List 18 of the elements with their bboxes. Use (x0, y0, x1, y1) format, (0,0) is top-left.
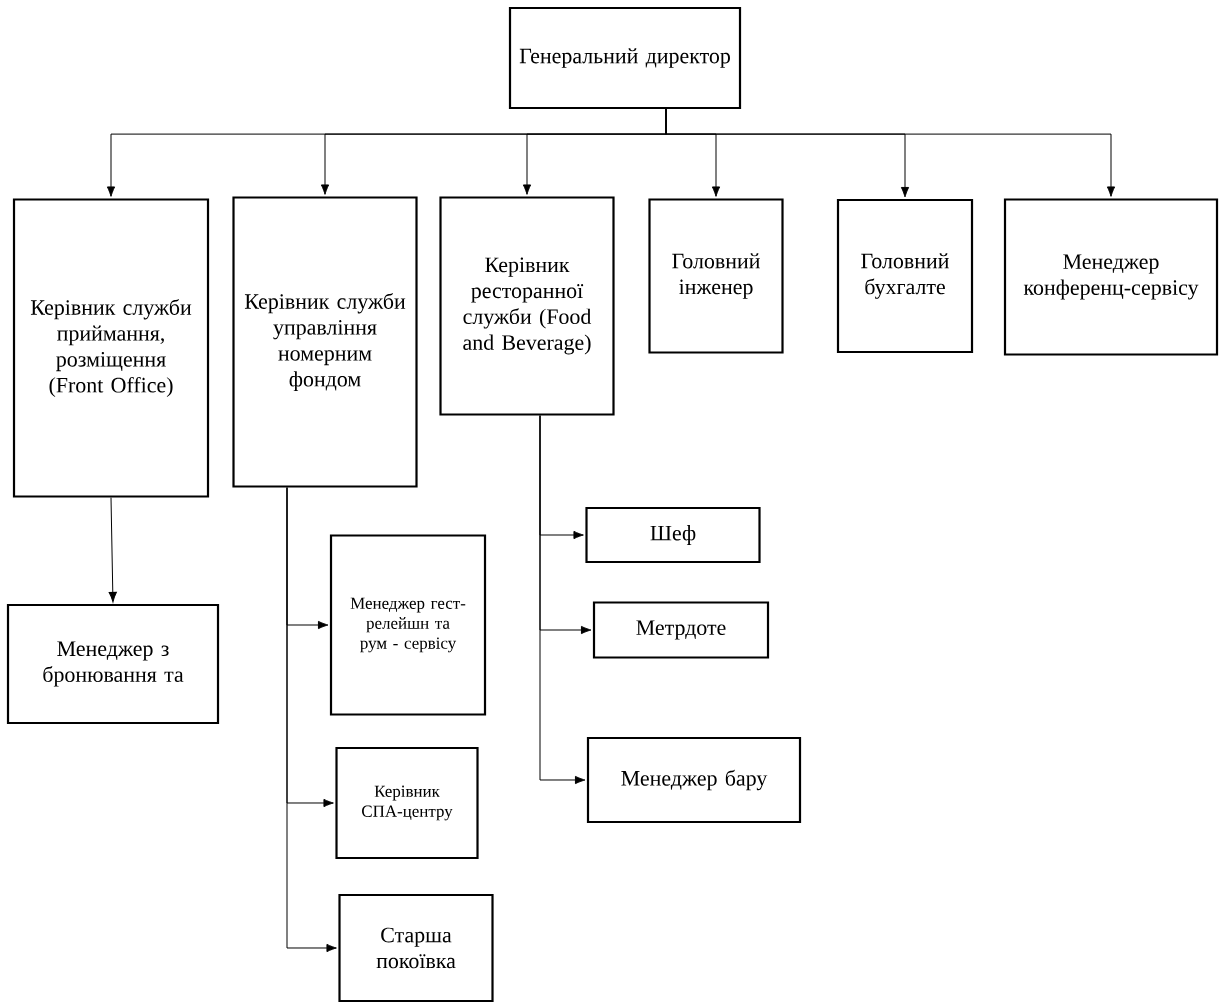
position-box: Менеджер з бронювання та (6, 603, 220, 725)
arrow (539, 415, 586, 785)
position-box: Менеджер конференц-сервісу (1003, 198, 1219, 356)
position-box: Метрдоте (592, 601, 770, 659)
position-box: Керівник служби управління номерним фондом (232, 196, 418, 488)
position-box: Керівник СПА-центру (335, 746, 479, 860)
position-box: Головний бухгалте (836, 198, 974, 354)
arrow (665, 108, 1116, 197)
position-box: Старша покоївка (338, 893, 494, 1003)
position-box: Шеф (585, 506, 761, 564)
arrow (108, 497, 117, 603)
position-box: Менеджер гест-релейшн та рум - сервісу (329, 534, 487, 716)
position-box: Керівник служби приймання, розміщення (Front Office) (12, 198, 210, 498)
position-box: Керівник ресторанної служби (Food and Beverage) (439, 196, 615, 416)
position-box: Головний інженер (648, 198, 784, 354)
position-box: Генеральний директор (508, 6, 742, 110)
arrow (286, 487, 337, 953)
position-box: Менеджер бару (586, 736, 802, 824)
